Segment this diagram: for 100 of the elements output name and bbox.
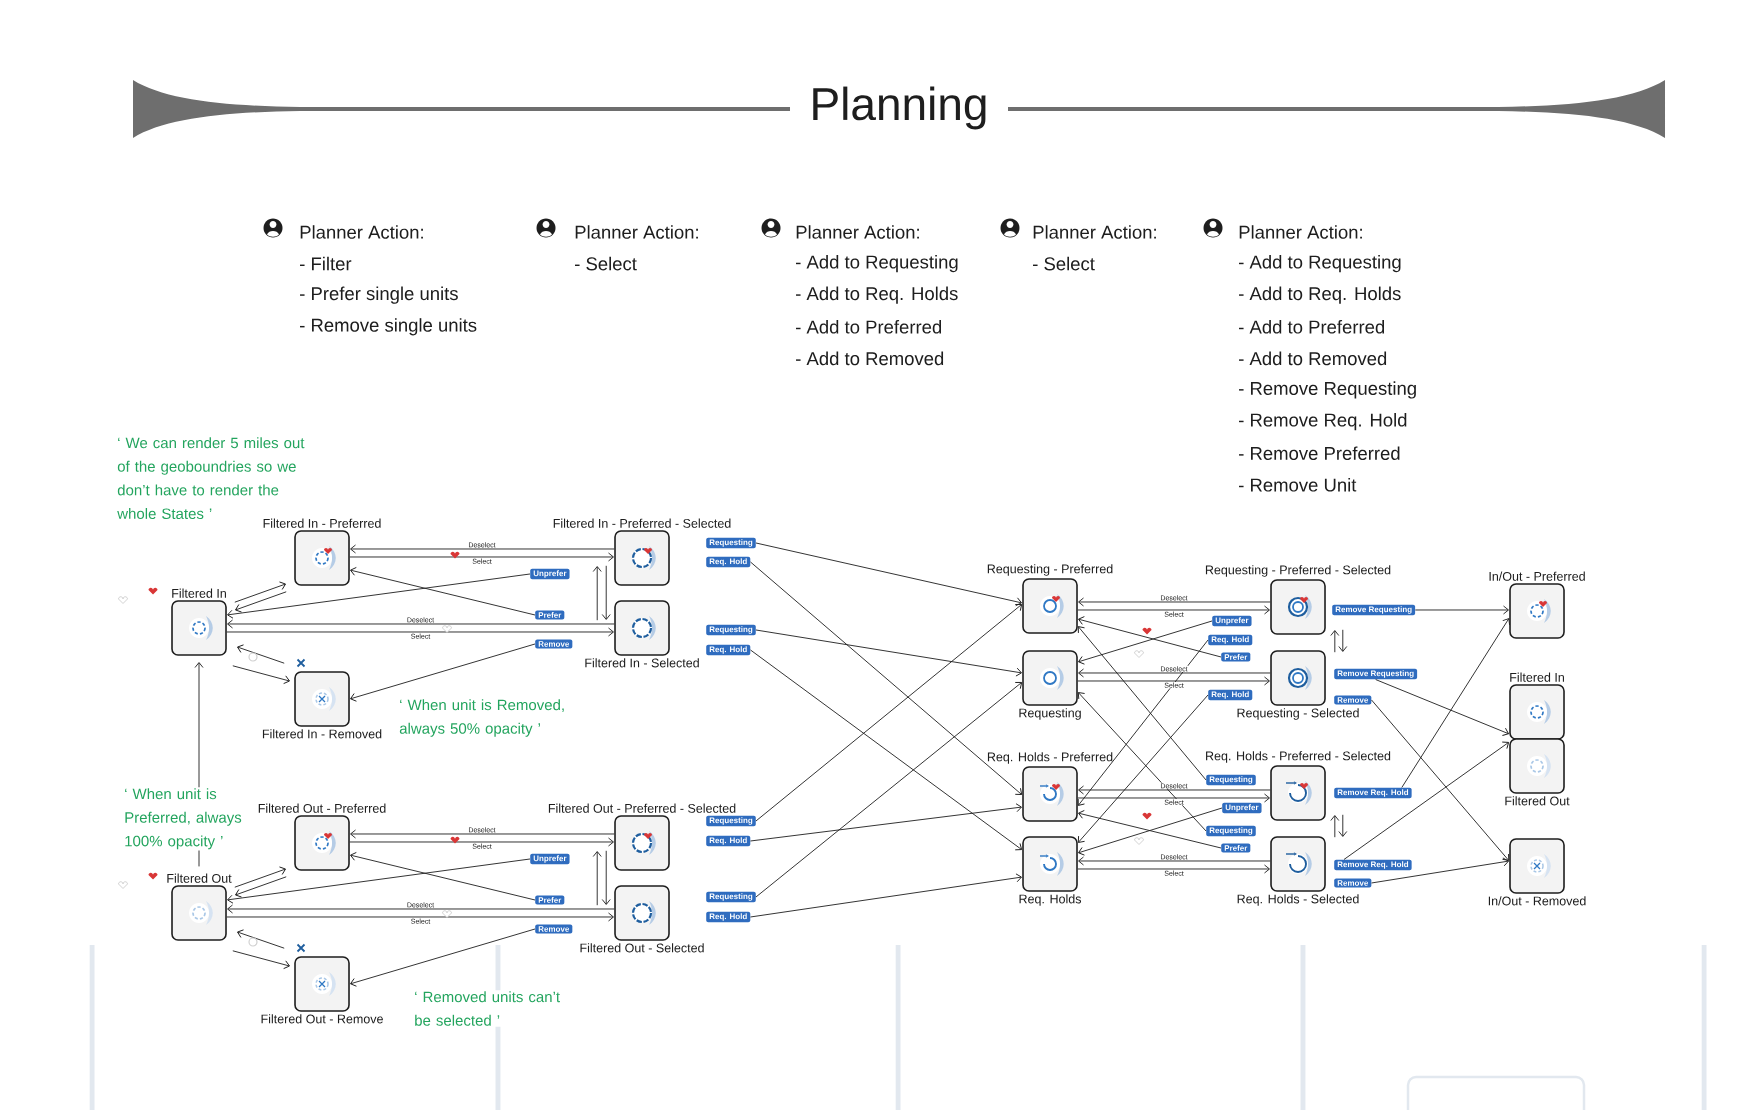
action-text: Planner Action: <box>300 225 423 239</box>
action-text: Planner Action: <box>796 225 919 239</box>
arrow <box>226 912 614 922</box>
action-text: - Select <box>1033 256 1095 271</box>
arrow <box>234 866 286 888</box>
action-text: - Add to Req. Holds <box>796 286 958 304</box>
state-label: Filtered In - Selected <box>585 658 699 668</box>
state-label: Req. Holds <box>1019 894 1082 906</box>
arrow <box>750 803 1022 842</box>
action-tag: Remove Req. Hold <box>1334 859 1412 871</box>
arrow <box>1077 864 1270 874</box>
arrow <box>227 858 531 904</box>
state-label: Filtered In - Preferred <box>263 518 381 528</box>
action-text: - Prefer single units <box>300 286 458 304</box>
arrow <box>227 619 615 629</box>
arrow <box>1077 793 1270 803</box>
state-label: Filtered Out - Selected <box>580 943 704 953</box>
state-label: In/Out - Preferred <box>1489 571 1585 581</box>
arrow <box>1371 857 1509 884</box>
state-label: Req. Holds - Selected <box>1237 894 1359 906</box>
arrow <box>1077 639 1209 806</box>
arrow <box>755 604 1023 822</box>
arrow <box>1401 618 1510 788</box>
state-label: Filtered Out <box>1505 796 1570 806</box>
arrow <box>350 643 536 702</box>
action-text: Planner Action: <box>575 225 698 239</box>
title: Planning <box>813 86 986 130</box>
arrow <box>1078 597 1271 607</box>
action-tag: Unprefer <box>1222 802 1262 814</box>
arrow <box>1414 605 1509 615</box>
arrow <box>235 591 287 613</box>
state-label: In/Out - Removed <box>1488 896 1586 906</box>
action-tag: Prefer <box>1221 843 1251 853</box>
arrow <box>227 573 531 619</box>
state-label: Requesting - Selected <box>1237 708 1359 720</box>
arrow <box>1343 741 1510 860</box>
arrow <box>1078 616 1222 658</box>
arrow <box>755 542 1022 607</box>
arrow <box>350 544 615 554</box>
action-tag: Remove Requesting <box>1334 668 1418 680</box>
action-tag: Unprefer <box>530 853 570 865</box>
action-tag: Remove Req. Hold <box>1334 787 1412 799</box>
note-text: ‘ When unit is Removed, always 50% opacity ’ <box>399 699 564 737</box>
arrow <box>350 829 615 839</box>
arrow <box>750 873 1022 918</box>
arrow <box>1078 668 1271 678</box>
arrow <box>1077 676 1270 686</box>
note-text: ‘ Removed units can’t be selected ’ <box>413 990 568 1027</box>
state-label: Filtered Out - Preferred <box>258 803 386 813</box>
action-text: - Remove single units <box>300 318 477 336</box>
arrow <box>755 682 1023 898</box>
action-tag: Requesting <box>1206 825 1256 837</box>
arrow <box>750 561 1023 795</box>
action-tag: Prefer <box>535 610 565 620</box>
action-text: - Remove Preferred <box>1239 446 1400 460</box>
action-text: Planner Action: <box>1239 225 1362 239</box>
arrow <box>750 649 1023 851</box>
arrow <box>1078 785 1271 795</box>
action-text: Planner Action: <box>1033 225 1156 239</box>
arrow <box>1078 856 1271 866</box>
action-tag: Req. Hold <box>706 644 751 656</box>
arrow <box>234 581 286 603</box>
state-label: Filtered In <box>1510 672 1564 682</box>
state-label: Filtered Out - Remove <box>261 1014 383 1024</box>
arrow <box>1078 810 1222 849</box>
arrow <box>227 904 615 914</box>
arrow <box>350 852 536 901</box>
state-label: Filtered In - Preferred - Selected <box>553 518 731 528</box>
arrow <box>1338 814 1348 837</box>
action-text: - Remove Unit <box>1239 478 1357 492</box>
action-text: - Add to Preferred <box>796 320 942 334</box>
arrow <box>601 850 611 905</box>
action-tag: Requesting <box>706 537 756 549</box>
arrow <box>1078 620 1213 665</box>
action-tag: Remove <box>535 639 573 649</box>
action-tag: Unprefer <box>530 568 570 580</box>
arrow <box>350 928 536 987</box>
arrow <box>601 565 611 620</box>
action-text: - Remove Requesting <box>1239 381 1416 399</box>
action-tag: Remove Requesting <box>1332 604 1416 616</box>
arrow <box>350 567 536 616</box>
state-label: Filtered In - Removed <box>262 729 382 739</box>
arrow <box>1375 679 1509 736</box>
arrow <box>237 644 285 664</box>
action-tag: Remove <box>535 924 573 934</box>
action-tag: Unprefer <box>1212 615 1252 627</box>
arrow <box>755 629 1022 677</box>
action-text: - Add to Removed <box>796 351 944 366</box>
arrow <box>1330 630 1340 653</box>
arrow <box>1371 699 1510 861</box>
action-tag: Remove <box>1334 878 1372 888</box>
arrow <box>1338 629 1348 652</box>
action-text: - Add to Requesting <box>1239 254 1401 273</box>
action-text: - Select <box>575 256 637 271</box>
action-tag: Remove <box>1334 695 1372 705</box>
action-text: - Add to Preferred <box>1239 320 1385 334</box>
arrow <box>235 876 287 898</box>
action-text: - Add to Requesting <box>796 254 958 273</box>
action-tag: Requesting <box>706 624 756 636</box>
arrow <box>1077 605 1270 615</box>
